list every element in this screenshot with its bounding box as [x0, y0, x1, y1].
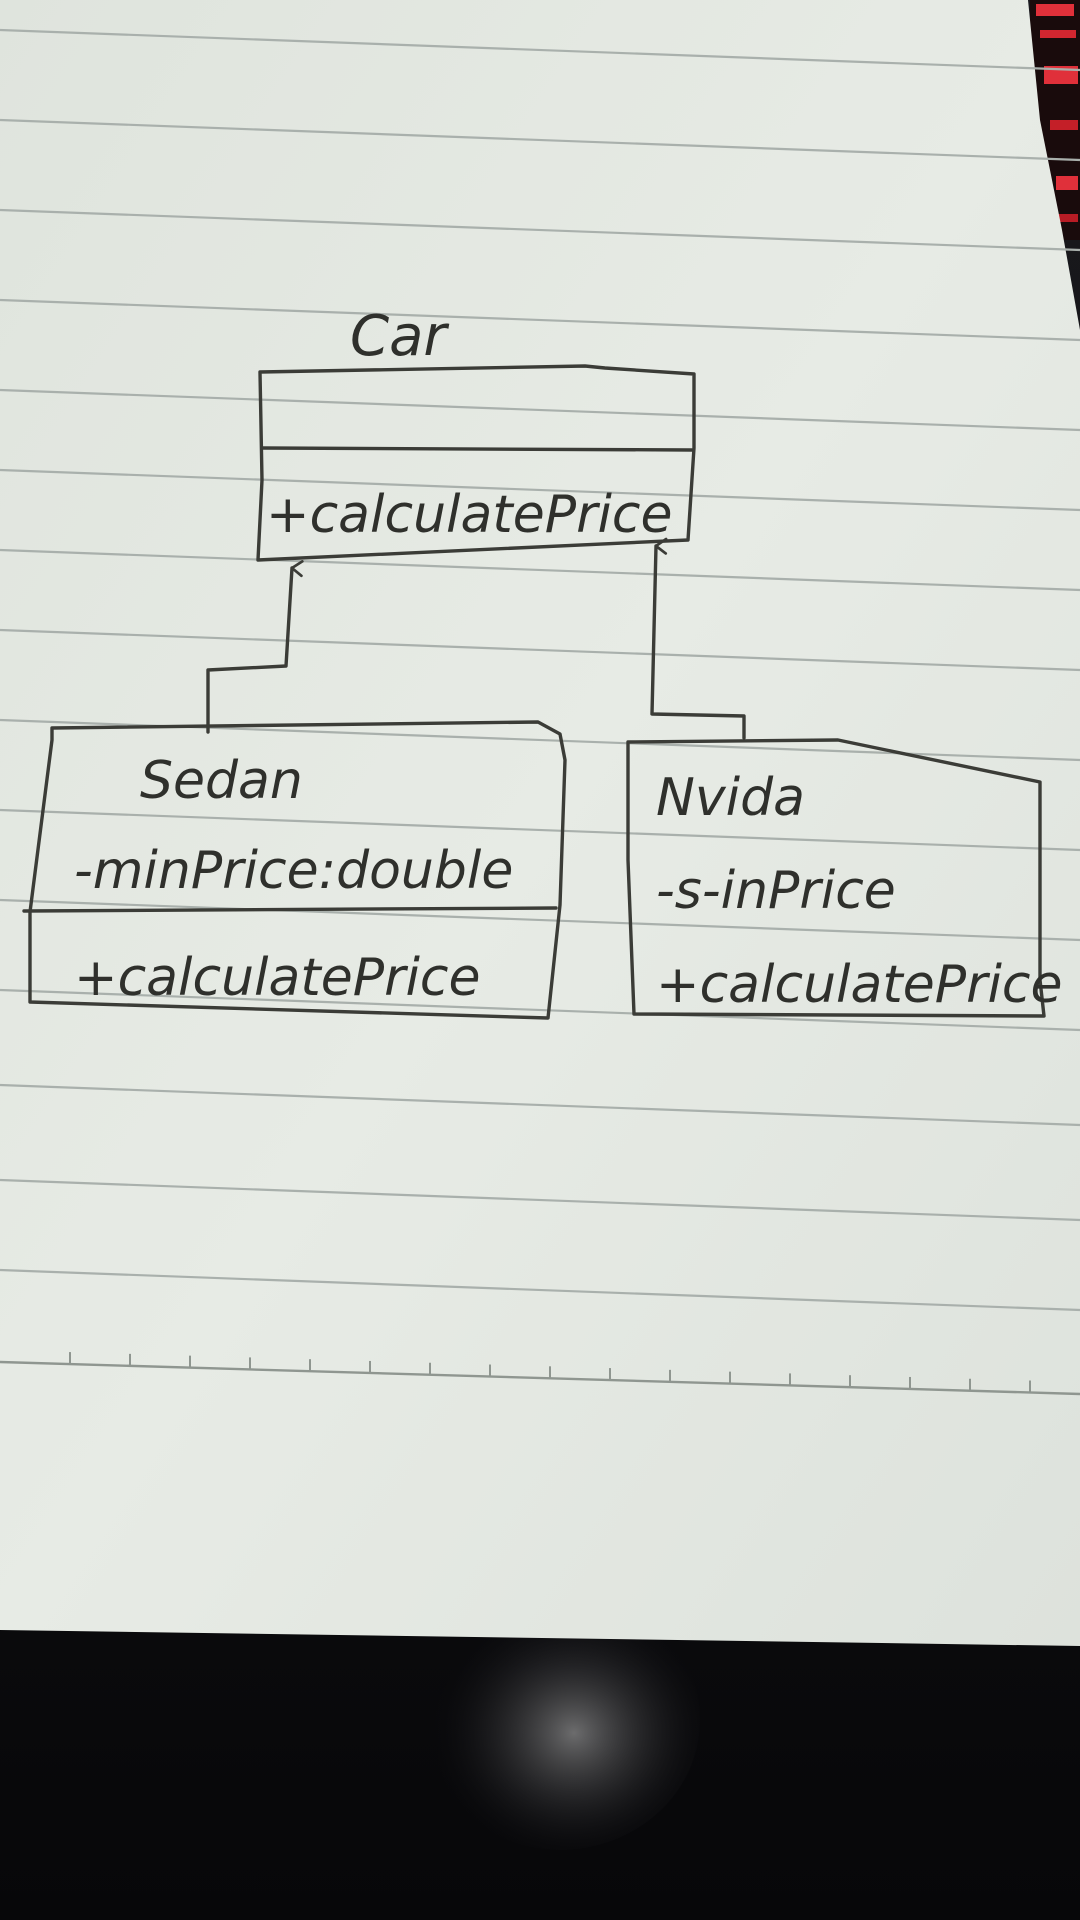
ruled-line — [0, 208, 1080, 252]
ruled-line — [0, 1268, 1080, 1312]
class-sedan-name: Sedan — [140, 751, 303, 811]
inheritance-arrow-sedan-to-car — [206, 560, 304, 734]
class-car-name: Car — [350, 304, 449, 369]
class-sedan-attribute: -minPrice:double — [74, 841, 513, 901]
ruled-line — [0, 298, 1080, 342]
class-car-method: +calculatePrice — [266, 485, 672, 545]
ruled-line — [0, 118, 1080, 162]
ruled-line — [0, 1083, 1080, 1127]
class-nvida-attribute: -s-inPrice — [656, 861, 896, 921]
class-car: Car +calculatePrice — [256, 304, 696, 562]
ruled-line — [0, 898, 1080, 942]
class-sedan-divider — [22, 906, 558, 913]
class-car-divider — [260, 446, 694, 452]
ruled-line — [0, 388, 1080, 432]
class-sedan-method: +calculatePrice — [74, 948, 480, 1008]
class-diagram: Car +calculatePrice Sedan -minPrice:doub… — [22, 304, 1062, 1020]
ruled-line — [0, 468, 1080, 512]
ruled-line — [0, 548, 1080, 592]
class-nvida: Nvida -s-inPrice +calculatePrice — [626, 738, 1062, 1018]
class-nvida-method: +calculatePrice — [656, 955, 1062, 1015]
inheritance-arrow-nvida-to-car — [650, 537, 746, 740]
ruled-line — [0, 988, 1080, 1032]
ruled-line — [0, 1178, 1080, 1222]
notebook-page — [0, 0, 1080, 1646]
bottom-margin-line — [0, 1352, 1080, 1396]
light-glare — [420, 1590, 700, 1850]
ruled-line — [0, 628, 1080, 672]
ruled-line — [0, 28, 1080, 72]
ruled-line — [0, 808, 1080, 852]
class-sedan: Sedan -minPrice:double +calculatePrice — [22, 720, 567, 1020]
class-nvida-name: Nvida — [656, 768, 805, 828]
